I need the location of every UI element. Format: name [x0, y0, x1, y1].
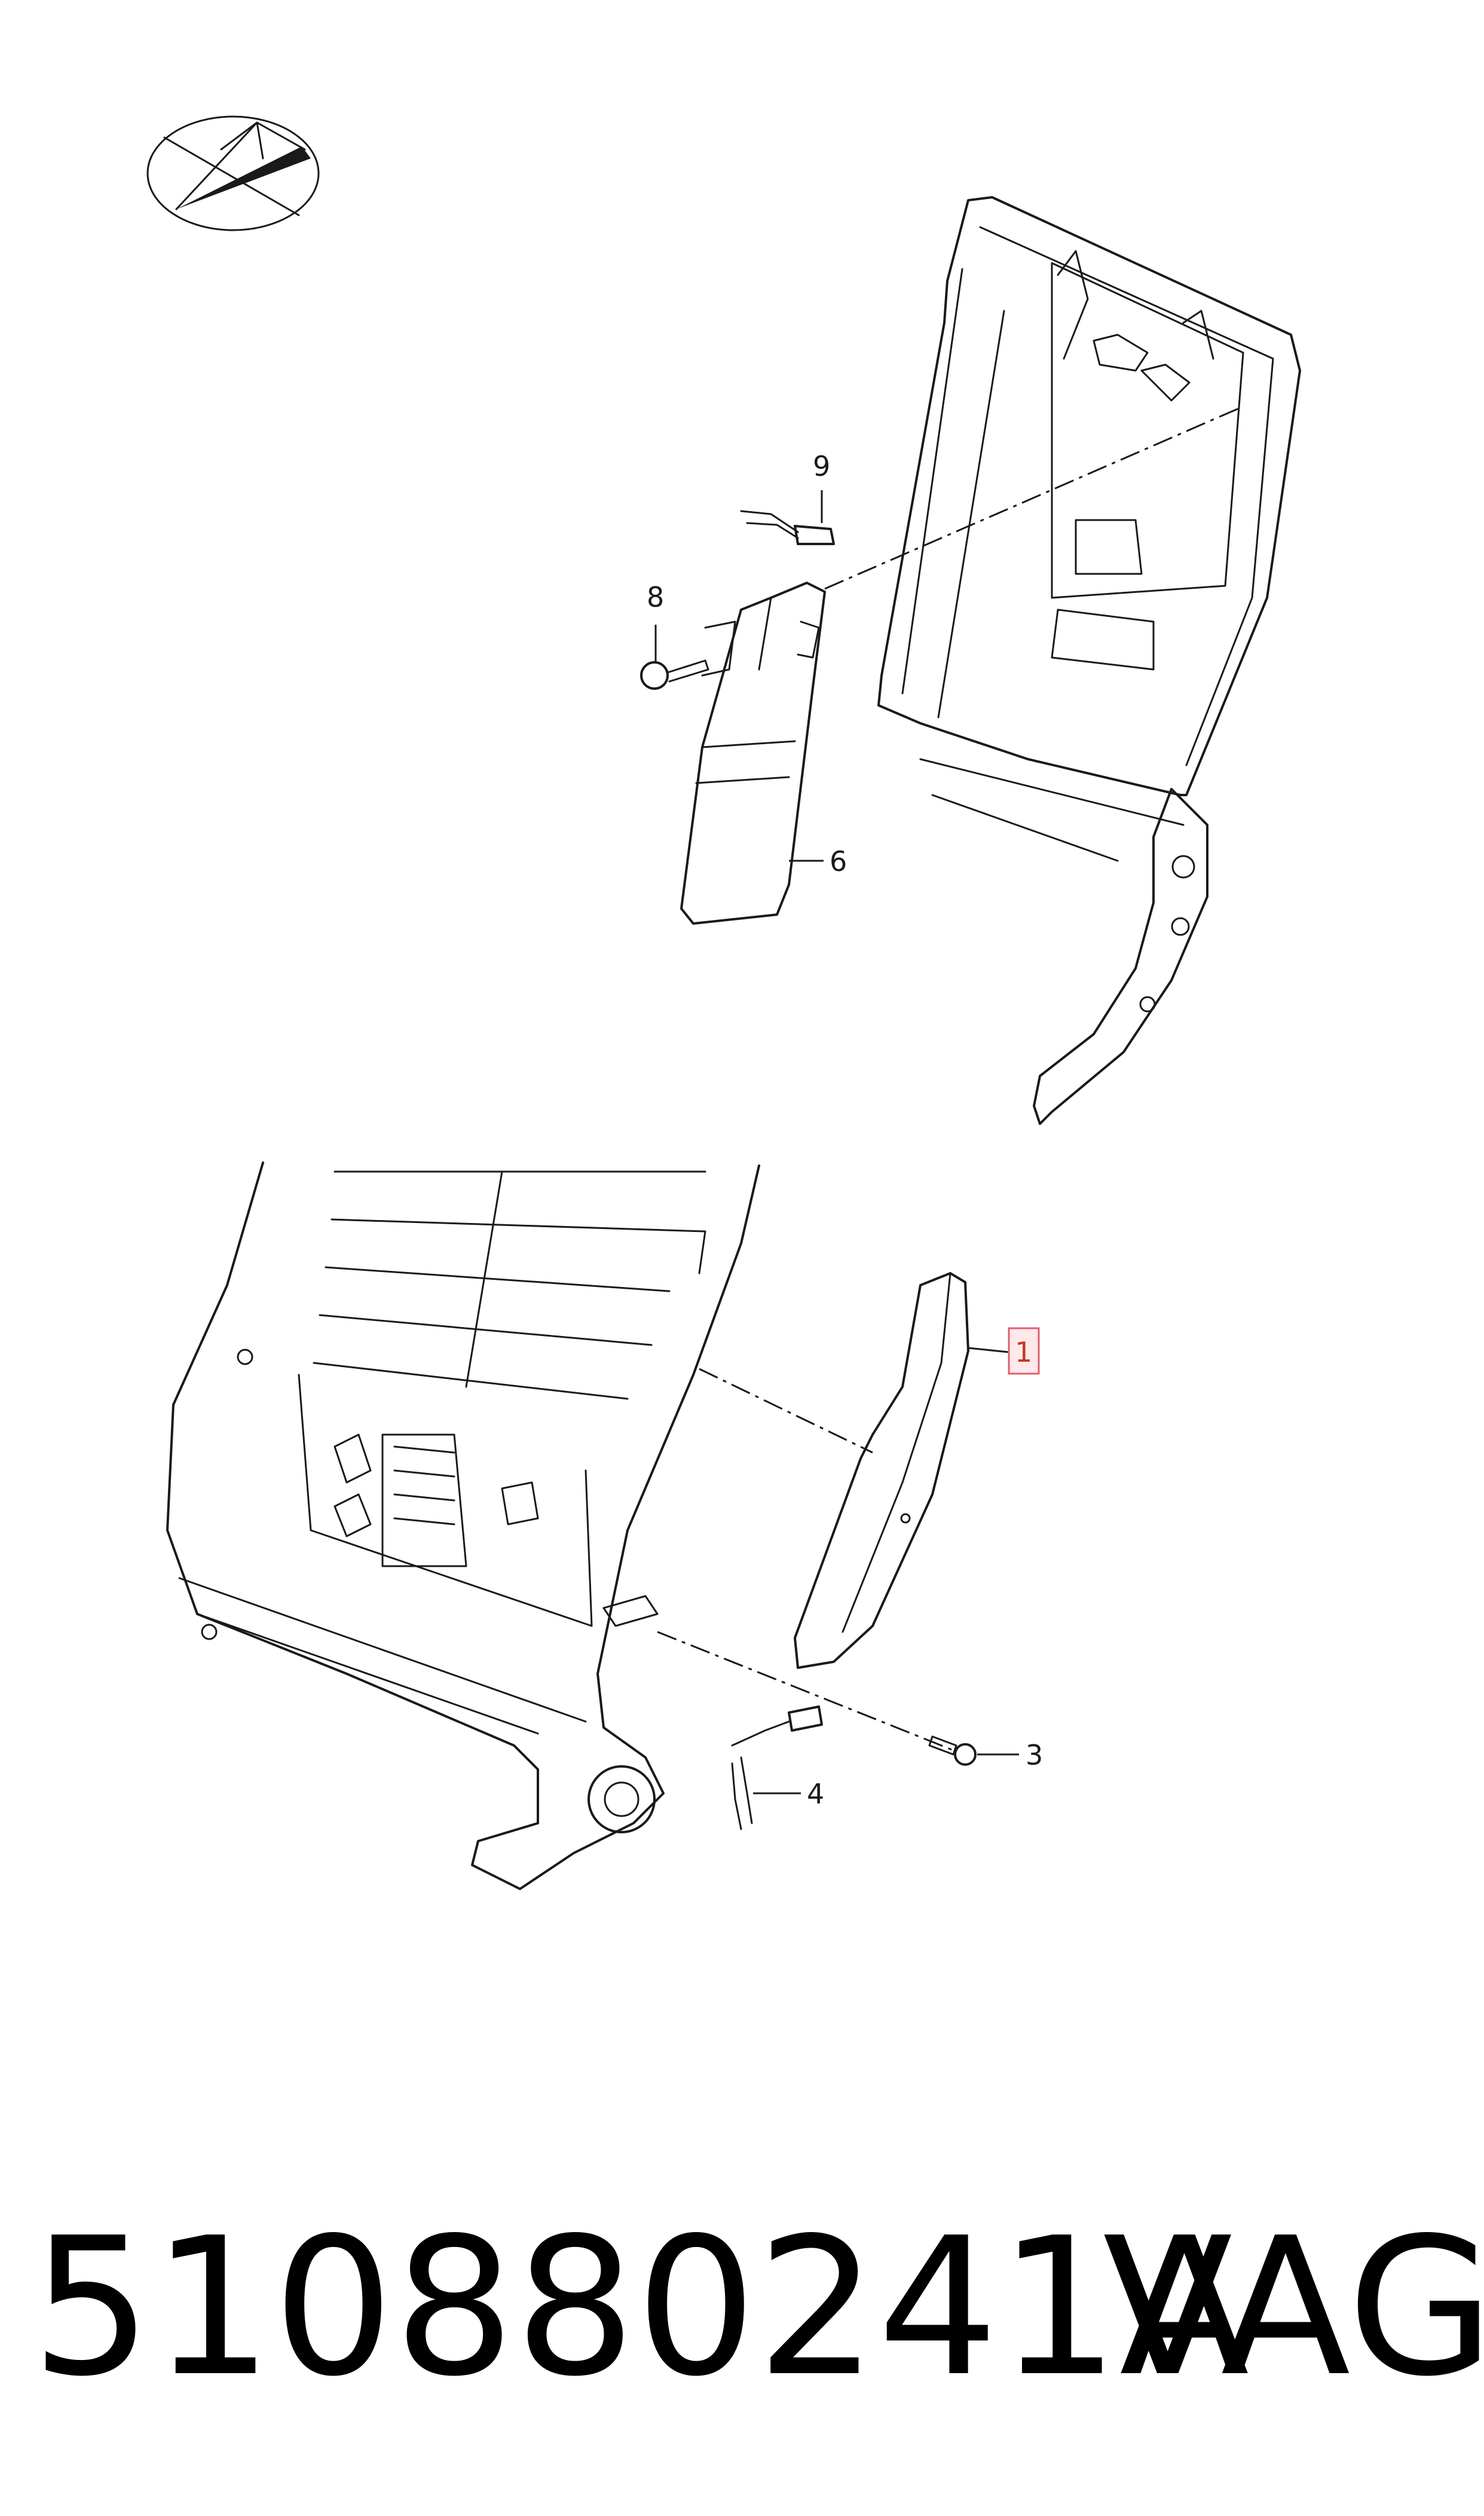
part-9-connector	[740, 510, 835, 545]
callout-3: 3	[1026, 1739, 1043, 1771]
callout-6: 6	[830, 845, 847, 878]
alignment-line-upper	[824, 405, 1244, 590]
callout-4: 4	[807, 1778, 824, 1810]
alignment-line-1	[699, 1368, 873, 1454]
part-1-side-airbag	[794, 1272, 969, 1669]
callout-1: 1	[1015, 1336, 1032, 1368]
seat-back-frame-lower	[166, 1161, 760, 1890]
callout-1-highlight	[1008, 1327, 1040, 1375]
callout-9: 9	[813, 450, 830, 482]
part-6-module	[680, 582, 826, 925]
footer: 510880241A VAG	[0, 2176, 1484, 2439]
part-8-screw	[640, 659, 709, 690]
leader-1	[968, 1347, 1009, 1353]
seat-back-frame-upper	[877, 196, 1301, 1125]
part-3-screw	[928, 1735, 977, 1766]
alignment-line-2	[657, 1631, 957, 1753]
part-number: 510880241A	[31, 2197, 1250, 2418]
brand-label: VAG	[1103, 2197, 1484, 2418]
orientation-arrow-icon	[146, 115, 320, 231]
callout-8: 8	[647, 581, 664, 613]
part-4-harness	[731, 1705, 823, 1830]
